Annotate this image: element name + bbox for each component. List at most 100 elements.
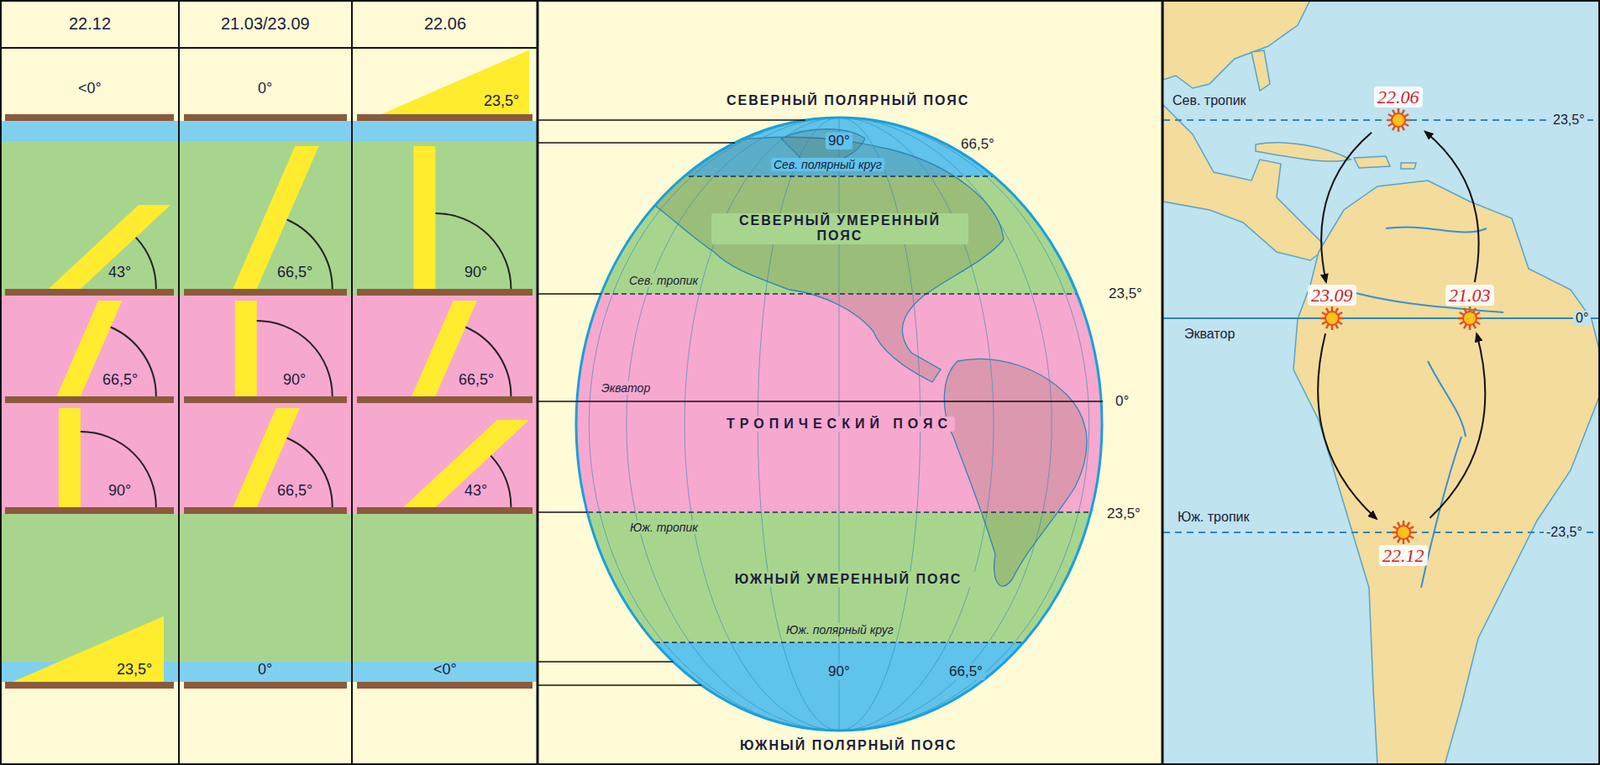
ground-bar xyxy=(5,114,174,121)
parallel xyxy=(571,176,1109,643)
label: Юж. тропик xyxy=(627,520,701,535)
label: 22.06 xyxy=(424,14,467,34)
sun-disc xyxy=(1391,113,1406,127)
continent xyxy=(638,136,1004,383)
path-arrow xyxy=(1317,333,1377,520)
label: ЮЖНЫЙ ПОЛЯРНЫЙ ПОЯС xyxy=(739,738,958,754)
globe xyxy=(576,117,1102,731)
latitude-line xyxy=(1163,317,1600,320)
label: <0° xyxy=(78,79,102,98)
sun-icon xyxy=(1319,305,1345,331)
label: 21.03/23.09 xyxy=(220,14,310,34)
sun-disc xyxy=(1325,311,1339,326)
latitude-line xyxy=(1163,119,1600,121)
parallel xyxy=(571,293,1109,295)
sun-icon xyxy=(1457,305,1483,331)
label: 23,5° xyxy=(1106,505,1141,523)
date-marker: 21.03 xyxy=(1445,284,1495,331)
sun-disc xyxy=(1463,311,1477,326)
land xyxy=(1251,50,1270,91)
leader-line xyxy=(537,660,673,663)
land xyxy=(1293,180,1600,765)
label: 23,5° xyxy=(1108,285,1143,303)
label: 66,5° xyxy=(960,136,995,153)
leader-line xyxy=(537,293,602,295)
path-arrow xyxy=(1430,333,1486,518)
label: 66,5° xyxy=(458,371,494,389)
label: 23,5° xyxy=(483,92,520,111)
label: <0° xyxy=(433,660,457,679)
date-marker: 22.06 xyxy=(1374,86,1423,133)
table-grounds xyxy=(0,120,538,142)
label: 0° xyxy=(257,79,273,98)
ground-bar xyxy=(5,681,174,689)
label: Сев. тропик xyxy=(1172,93,1247,109)
label: 43° xyxy=(108,263,132,282)
ground-bar xyxy=(5,396,174,404)
sun-beam xyxy=(12,49,530,682)
label: Экватор xyxy=(598,381,653,395)
label: 90° xyxy=(283,371,306,389)
river xyxy=(1421,436,1462,588)
sun-icon xyxy=(1390,519,1417,546)
river xyxy=(1385,226,1487,232)
ground-bar xyxy=(356,288,533,296)
label: 0° xyxy=(257,660,273,679)
label: 0° xyxy=(1112,393,1132,410)
sun-beam xyxy=(381,49,530,115)
globe xyxy=(571,642,1109,744)
label: СЕВЕРНЫЙ ПОЛЯРНЫЙ ПОЯС xyxy=(726,93,970,109)
table-grounds xyxy=(0,514,538,662)
meridian xyxy=(588,117,1089,731)
angle-arc xyxy=(136,237,157,289)
parallel xyxy=(571,175,1109,178)
date-marker: 22.12 xyxy=(1379,519,1428,567)
table-rule xyxy=(0,0,538,765)
continent xyxy=(944,358,1087,587)
leader-line xyxy=(537,511,588,514)
continent xyxy=(638,129,1087,587)
angle-arc xyxy=(435,213,511,289)
ground-bar xyxy=(183,114,347,121)
equator-line xyxy=(577,400,1103,403)
map xyxy=(1163,0,1600,765)
ground-bar xyxy=(5,114,533,689)
land xyxy=(1163,0,1311,89)
ground-bar xyxy=(183,396,347,404)
meridian xyxy=(684,117,994,731)
land xyxy=(1163,104,1328,261)
river xyxy=(1343,226,1504,588)
label: 0° xyxy=(1573,310,1591,326)
latitude-line xyxy=(1163,120,1600,533)
table-rule xyxy=(351,0,353,765)
sun-beam xyxy=(413,146,436,289)
table-rule xyxy=(536,0,540,765)
ground-bar xyxy=(356,681,533,689)
ground-bar xyxy=(183,507,347,515)
ground-bar xyxy=(183,288,347,296)
label: -23,5° xyxy=(1543,524,1585,541)
globe xyxy=(571,109,1109,744)
meridian xyxy=(588,117,1089,731)
sun-beam xyxy=(12,616,164,682)
label: Юж. тропик xyxy=(1177,509,1249,525)
leader-line xyxy=(537,400,578,403)
date-label: 22.12 xyxy=(1379,545,1428,567)
leader-line xyxy=(537,141,735,144)
label: Сев. полярный круг xyxy=(771,157,885,172)
parallel xyxy=(571,511,1109,514)
parallel xyxy=(571,641,1109,644)
label: 90° xyxy=(825,132,853,150)
path-arrow xyxy=(1321,132,1372,283)
ground-bar xyxy=(183,681,347,689)
meridian xyxy=(626,117,1052,731)
label: Юж. полярный круг xyxy=(783,623,897,637)
globe xyxy=(571,109,1109,744)
ground-bar xyxy=(356,507,533,515)
angle-arc xyxy=(80,431,157,508)
date-label: 23.09 xyxy=(1307,284,1357,306)
leader-line xyxy=(537,120,1103,686)
sun-beam xyxy=(48,204,171,289)
